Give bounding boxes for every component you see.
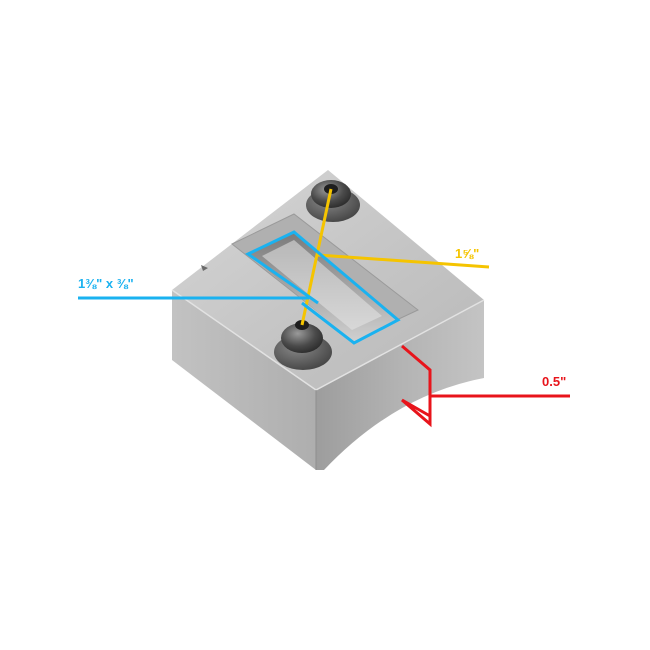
block-front-face — [316, 300, 484, 470]
width-dim-leader — [317, 253, 490, 269]
height-dimension-label: 0.5" — [542, 374, 566, 389]
slot-floor — [262, 240, 382, 330]
slot-dimension-label: 1⅜" x ⅜" — [78, 276, 134, 291]
slot-dim-outline — [245, 230, 401, 345]
height-dim-bracket — [401, 344, 432, 428]
alignment-mark — [201, 265, 208, 271]
slot-dimension: 1⅜" x ⅜" — [78, 230, 401, 345]
width-dimension-label: 1⅝" — [455, 246, 479, 261]
width-dimension: 1⅝" — [300, 188, 490, 326]
bolt-bottom — [274, 320, 332, 370]
width-dim-diagonal — [300, 188, 333, 326]
block-left-face — [172, 290, 316, 470]
height-dimension: 0.5" — [401, 344, 570, 428]
slot-recess — [231, 213, 419, 342]
